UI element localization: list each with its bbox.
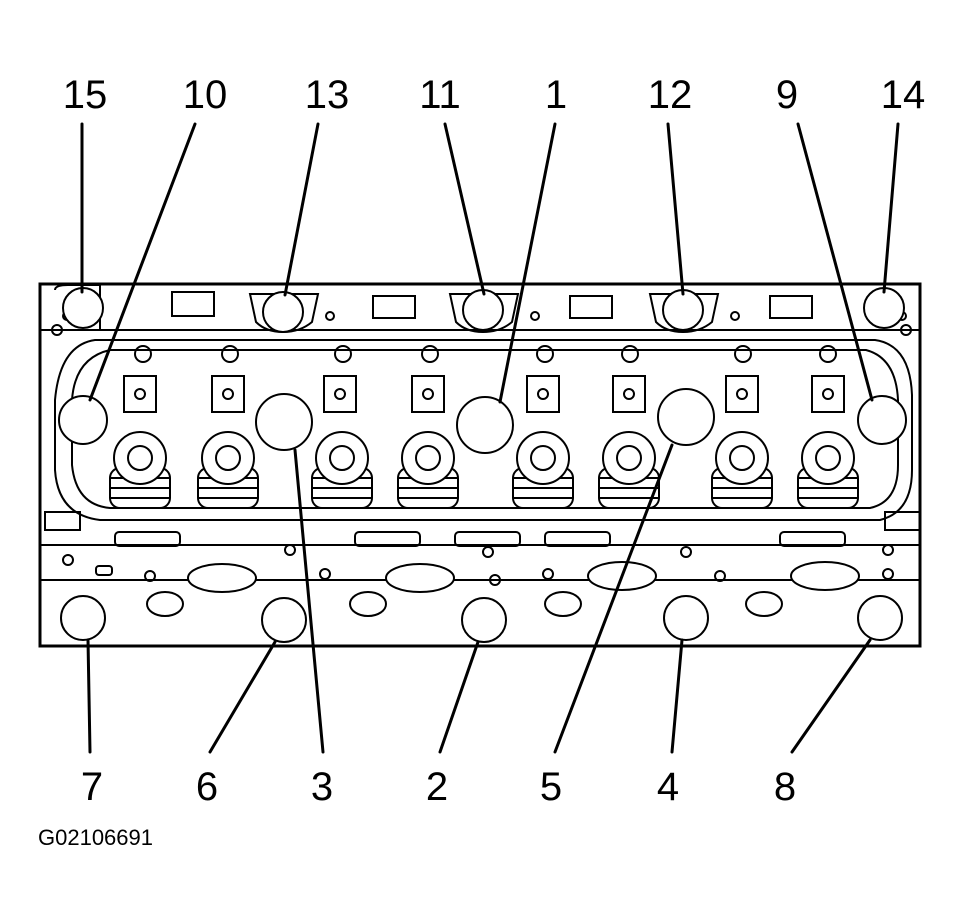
valve-spring: [397, 431, 459, 509]
valve-spring: [598, 431, 660, 509]
head-bolts: [54, 284, 907, 643]
bolt-12: [662, 289, 704, 331]
callout-label: 15: [63, 73, 108, 117]
leader-lines: [80, 122, 900, 754]
callout-label: 8: [774, 765, 796, 809]
valve-spring: [109, 431, 171, 509]
bolt-14: [863, 287, 905, 329]
valve-spring: [197, 431, 259, 509]
bolt-15: [62, 287, 104, 329]
bolt-5: [657, 388, 715, 446]
bottom-callouts: 7 6 3 2 5 4 8: [81, 765, 796, 809]
rocker-row: [123, 345, 845, 413]
bolt-8: [857, 595, 903, 641]
callout-label: 12: [648, 73, 693, 117]
bolt-7: [60, 595, 106, 641]
callout-label: 13: [305, 73, 350, 117]
valve-spring: [512, 431, 574, 509]
callout-label: 5: [540, 765, 562, 809]
valve-spring-row: [109, 431, 859, 509]
callout-label: 2: [426, 765, 448, 809]
callout-label: 7: [81, 765, 103, 809]
callout-label: 4: [657, 765, 679, 809]
valve-spring: [711, 431, 773, 509]
bolt-4: [663, 595, 709, 641]
bolt-1: [456, 396, 514, 454]
bolt-9: [857, 395, 907, 445]
figure-code: G02106691: [38, 825, 153, 850]
callout-label: 11: [419, 73, 461, 117]
valve-spring: [797, 431, 859, 509]
callout-label: 6: [196, 765, 218, 809]
callout-label: 14: [881, 73, 926, 117]
bolt-10: [58, 395, 108, 445]
callout-label: 10: [183, 73, 228, 117]
top-port-row: [51, 291, 912, 336]
bolt-2: [461, 597, 507, 643]
callout-label: 9: [776, 73, 798, 117]
cylinder-head-body: [38, 282, 922, 648]
callout-label: 3: [311, 765, 333, 809]
bolt-3: [255, 393, 313, 451]
bolt-6: [261, 597, 307, 643]
bolt-13: [262, 291, 304, 333]
callout-label: 1: [545, 73, 567, 117]
lower-port-row: [62, 531, 894, 617]
bolt-11: [462, 289, 504, 331]
valve-spring: [311, 431, 373, 509]
top-callouts: 15 10 13 11 1 12 9 14: [63, 73, 926, 117]
